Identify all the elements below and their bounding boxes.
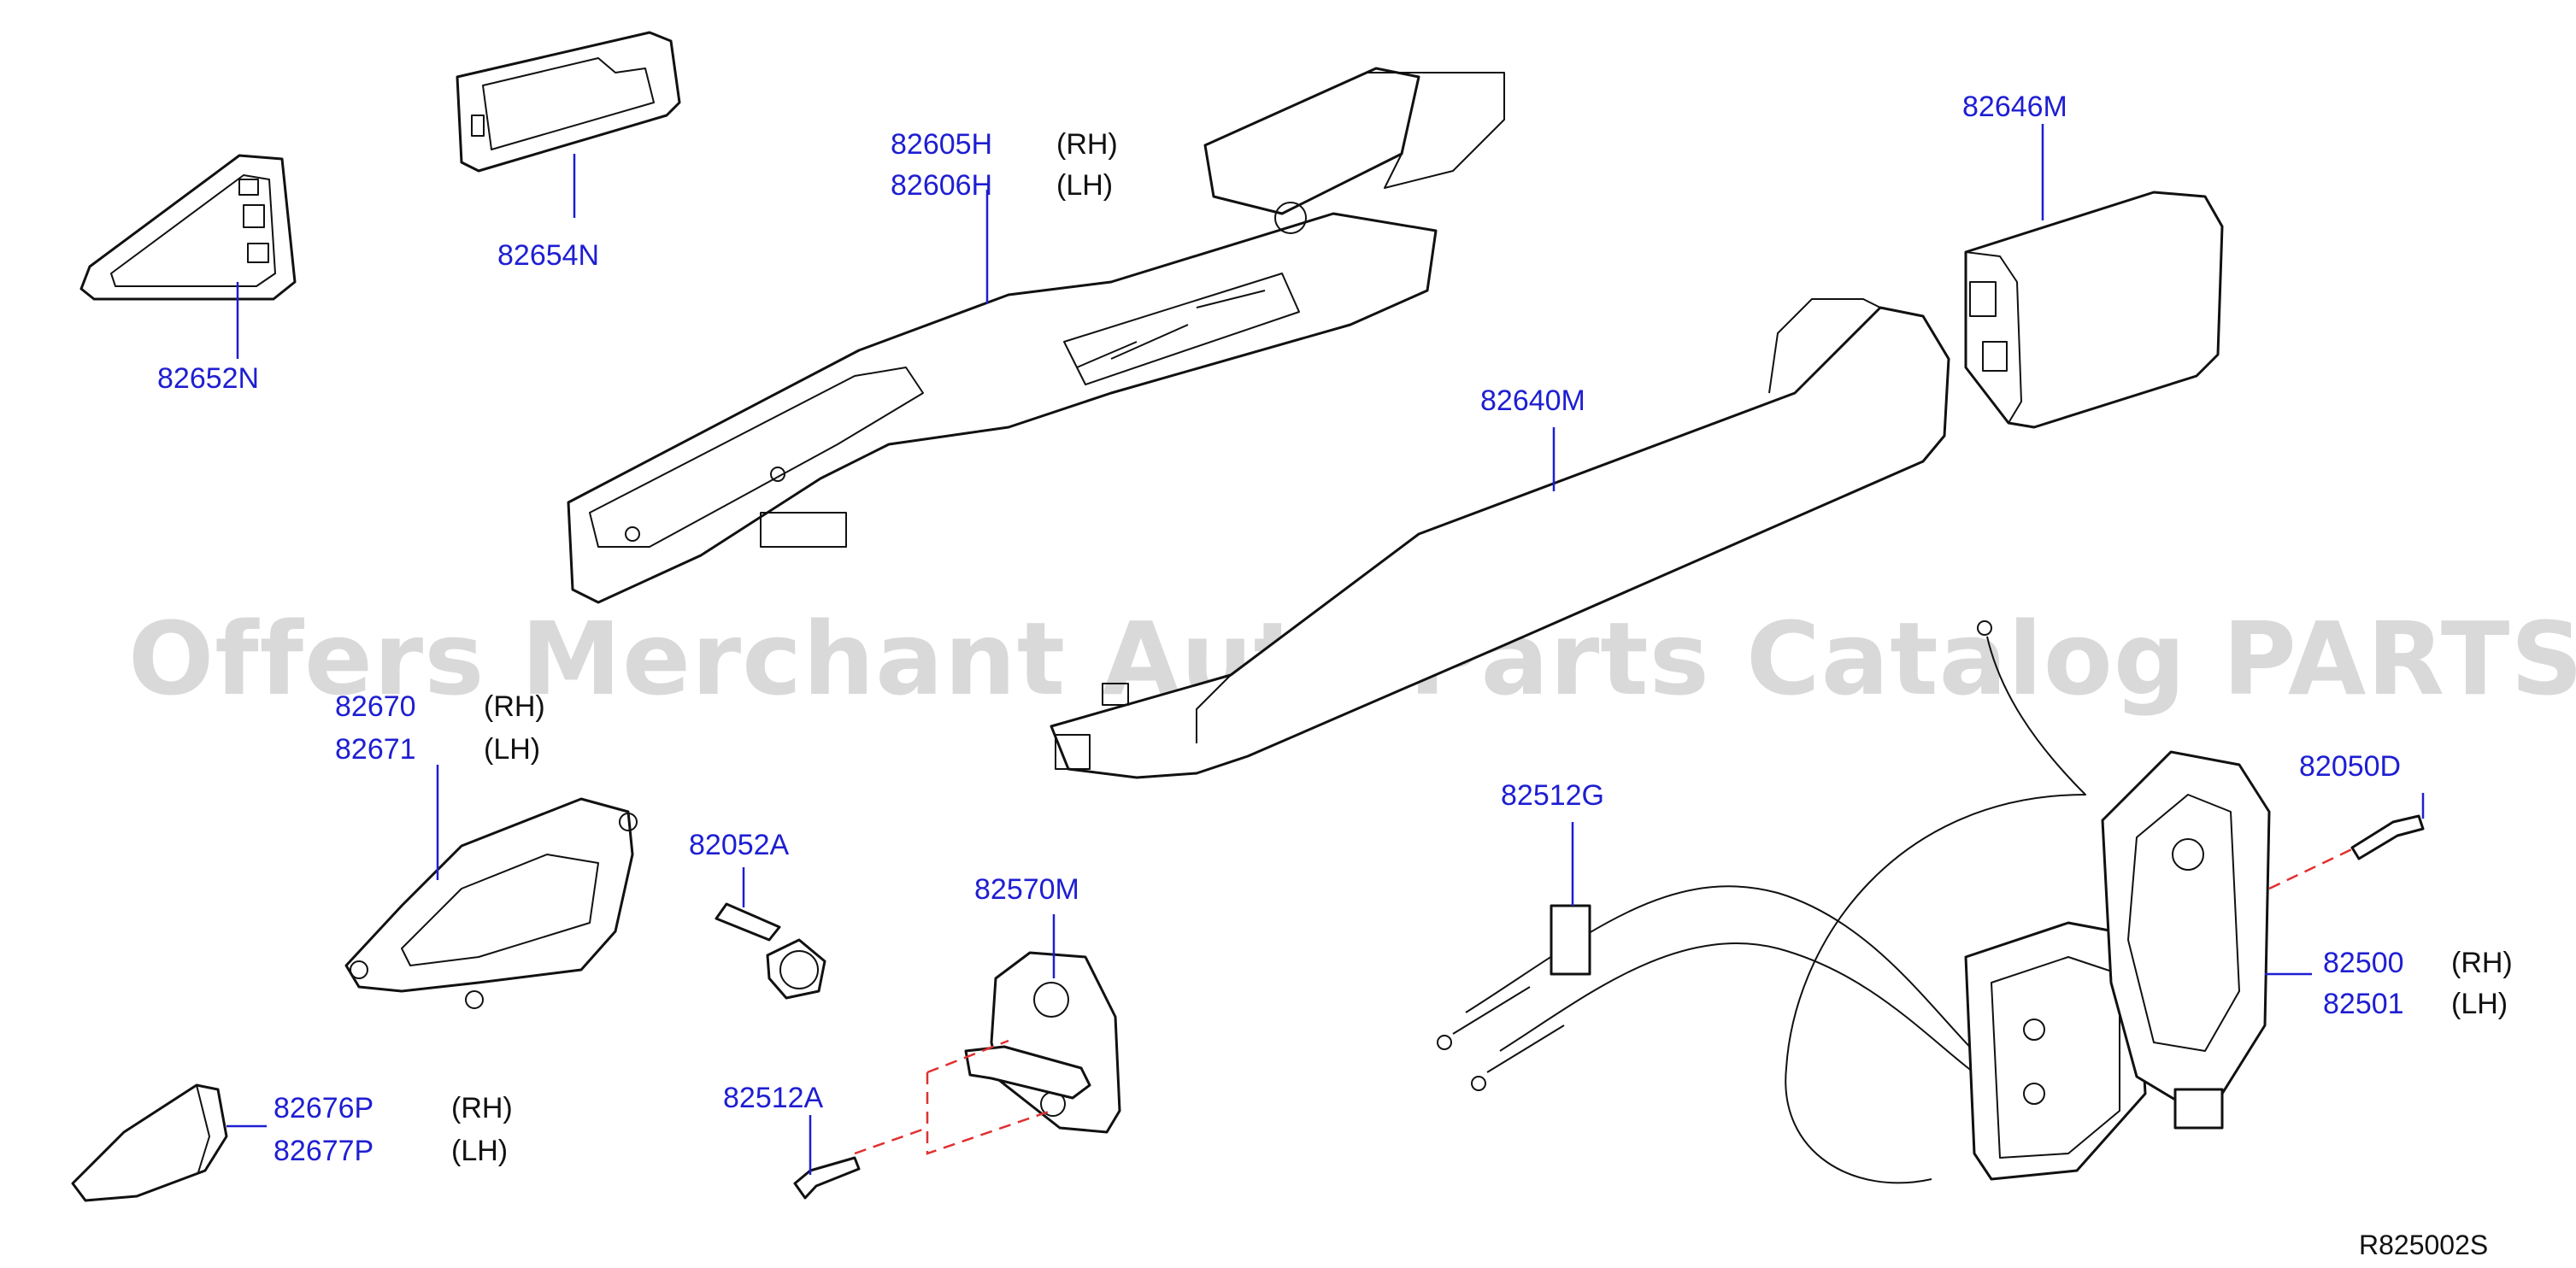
part-number-82500[interactable]: 82500: [2323, 947, 2404, 979]
side-82671-lh: (LH): [484, 733, 540, 766]
part-number-82654n[interactable]: 82654N: [497, 239, 599, 272]
side-82500-rh: (RH): [2451, 947, 2513, 979]
part-number-82646m[interactable]: 82646M: [1962, 91, 2067, 123]
side-82605h-rh: (RH): [1056, 128, 1118, 161]
inside-handle-82670-drawing: [344, 797, 638, 1009]
part-number-82512g[interactable]: 82512G: [1501, 779, 1604, 812]
part-number-82570m[interactable]: 82570M: [974, 873, 1079, 906]
part-number-82640m[interactable]: 82640M: [1480, 385, 1585, 417]
screw-82050d-drawing: [2350, 814, 2425, 860]
side-82606h-lh: (LH): [1056, 169, 1113, 202]
cap-82676p-drawing: [71, 1083, 228, 1202]
diagram-reference-code: R825002S: [2359, 1230, 2488, 1260]
screw-82512a-drawing: [793, 1156, 861, 1200]
part-number-82052a[interactable]: 82052A: [689, 829, 790, 861]
part-number-82676p[interactable]: 82676P: [273, 1092, 373, 1124]
bolt-82052a-drawing: [715, 902, 826, 1000]
gasket-82652n-drawing: [79, 154, 297, 301]
part-number-82050d[interactable]: 82050D: [2299, 750, 2401, 783]
door-lock-82500-drawing: [1785, 620, 2271, 1184]
side-82670-rh: (RH): [484, 690, 545, 723]
part-number-82670[interactable]: 82670: [335, 690, 416, 723]
striker-82570m-drawing: [964, 951, 1121, 1134]
outside-handle-82640m-drawing: [1050, 298, 1950, 779]
side-82677p-lh: (LH): [451, 1135, 508, 1167]
gasket-82654n-drawing: [456, 31, 681, 173]
striker-fastener-path: [854, 1039, 1052, 1155]
lock-fastener-path: [2268, 844, 2360, 890]
side-82501-lh: (LH): [2451, 988, 2508, 1020]
part-number-82605h[interactable]: 82605H: [891, 128, 992, 161]
part-number-82652n[interactable]: 82652N: [157, 362, 259, 395]
part-number-82677p[interactable]: 82677P: [273, 1135, 373, 1167]
part-number-82671[interactable]: 82671: [335, 733, 416, 766]
handle-bracket-82605h-drawing: [567, 67, 1505, 604]
end-cap-82646m-drawing: [1964, 191, 2224, 429]
part-number-82501[interactable]: 82501: [2323, 988, 2404, 1020]
side-82676p-rh: (RH): [451, 1092, 513, 1124]
cable-82512g-drawing: [1437, 885, 2035, 1103]
part-number-82606h[interactable]: 82606H: [891, 169, 992, 202]
part-number-82512a[interactable]: 82512A: [723, 1082, 824, 1114]
